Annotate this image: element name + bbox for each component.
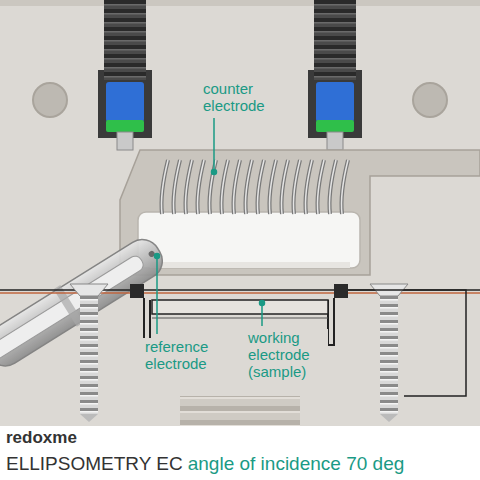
spring-winding — [185, 160, 192, 214]
spring-winding — [317, 160, 324, 214]
spring-winding — [269, 160, 276, 214]
spring-winding — [173, 160, 180, 214]
spring-winding — [245, 160, 252, 214]
fixing-screw — [70, 284, 108, 422]
spring-winding — [341, 160, 348, 214]
spring-winding — [221, 160, 228, 214]
spring-winding — [197, 160, 204, 214]
subtitle-text: angle of incidence 70 deg — [188, 453, 405, 474]
spring-winding — [197, 160, 204, 214]
spring-winding — [209, 160, 216, 214]
spring-winding — [257, 160, 264, 214]
sample — [152, 300, 328, 314]
spring-winding — [281, 160, 288, 214]
spring-winding — [341, 160, 348, 214]
electrode-holder — [138, 212, 360, 268]
mount-hole — [413, 83, 447, 117]
spring-winding — [173, 160, 180, 214]
contact-screw — [308, 0, 362, 150]
contact-screw — [98, 0, 152, 150]
spring-winding — [317, 160, 324, 214]
contact-wire — [348, 290, 466, 396]
spring-winding — [257, 160, 264, 214]
spring-winding — [293, 160, 300, 214]
bottom-thread — [180, 396, 300, 426]
spring-winding — [305, 160, 312, 214]
spring-winding — [185, 160, 192, 214]
spring-winding — [161, 160, 168, 214]
electrolyte-chamber — [120, 150, 480, 275]
part-label: counter electrode — [201, 80, 279, 114]
mount-hole — [33, 83, 67, 117]
part-label: working electrode (sample) — [246, 329, 328, 380]
o-ring — [130, 284, 144, 298]
o-ring — [334, 284, 348, 298]
spring-winding — [281, 160, 288, 214]
logo-text: redoxme — [6, 428, 77, 447]
spring-winding — [233, 160, 240, 214]
spring-winding — [209, 160, 216, 214]
spring-winding — [221, 160, 228, 214]
leader-line — [155, 118, 265, 334]
cell-body — [0, 0, 480, 426]
title-text: ELLIPSOMETRY EC — [6, 453, 183, 474]
spring-winding — [305, 160, 312, 214]
counter-electrode-spring — [161, 160, 348, 214]
spring-winding — [233, 160, 240, 214]
spring-winding — [329, 160, 336, 214]
spring-winding — [245, 160, 252, 214]
fixing-screw — [370, 284, 408, 422]
spring-winding — [269, 160, 276, 214]
spring-winding — [293, 160, 300, 214]
part-label: reference electrode — [143, 338, 227, 372]
spring-winding — [329, 160, 336, 214]
spring-winding — [161, 160, 168, 214]
